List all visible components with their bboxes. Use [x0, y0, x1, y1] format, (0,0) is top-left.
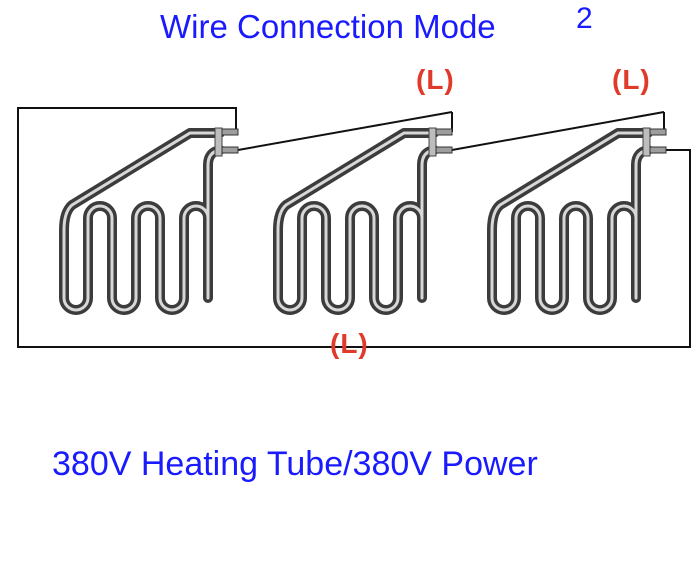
heating-tube-3: [487, 127, 667, 315]
terminal-label-l-3: (L): [330, 328, 369, 359]
terminal-screw: [649, 146, 667, 154]
wire-outer-loop: [17, 107, 691, 348]
heating-tube-highlight: [276, 131, 436, 312]
terminal-screw: [649, 128, 667, 136]
terminal-screw: [221, 146, 239, 154]
wire-tube2-to-tube3: [451, 111, 665, 151]
heating-tube-1: [59, 127, 239, 315]
terminal-block: [642, 127, 651, 157]
terminal-screw: [435, 146, 453, 154]
heating-tubes: [59, 127, 667, 315]
wiring: [17, 107, 691, 348]
diagram-title-number: 2: [576, 2, 593, 35]
diagram-title: Wire Connection Mode: [160, 8, 496, 45]
terminal-screw: [435, 128, 453, 136]
terminal-block: [214, 127, 223, 157]
diagram-caption: 380V Heating Tube/380V Power: [52, 445, 538, 483]
heating-tube-2: [273, 127, 453, 315]
terminal-label-l-2: (L): [612, 64, 651, 95]
terminal-screw: [221, 128, 239, 136]
heating-tube-highlight: [62, 131, 222, 312]
heating-tube-highlight: [490, 131, 650, 312]
terminal-block: [428, 127, 437, 157]
wire-tube1-to-tube2: [237, 111, 453, 151]
terminal-label-l-1: (L): [416, 64, 455, 95]
